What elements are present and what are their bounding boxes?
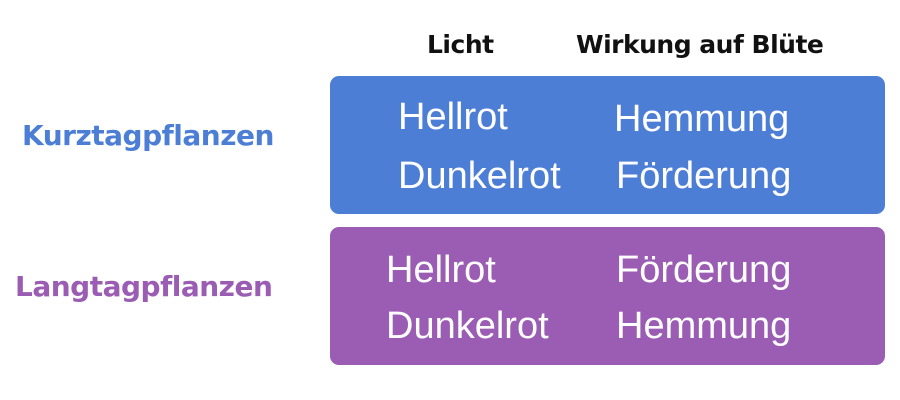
column-header-effect: Wirkung auf Blüte xyxy=(576,30,824,59)
cell-effect: Förderung xyxy=(616,249,792,291)
cell-effect: Hemmung xyxy=(616,305,792,347)
group-label-short-day-plants: Kurztagpflanzen xyxy=(22,119,274,152)
cell-effect: Hemmung xyxy=(614,98,790,140)
cell-effect: Förderung xyxy=(616,155,792,197)
cell-light: Dunkelrot xyxy=(386,305,549,347)
cell-light: Hellrot xyxy=(398,96,508,138)
cell-light: Dunkelrot xyxy=(398,155,561,197)
column-header-light: Licht xyxy=(427,30,494,59)
cell-light: Hellrot xyxy=(386,249,496,291)
group-label-long-day-plants: Langtagpflanzen xyxy=(15,270,273,303)
panel-long-day-plants: Hellrot Förderung Dunkelrot Hemmung xyxy=(330,227,885,365)
panel-short-day-plants: Hellrot Hemmung Dunkelrot Förderung xyxy=(330,76,885,214)
